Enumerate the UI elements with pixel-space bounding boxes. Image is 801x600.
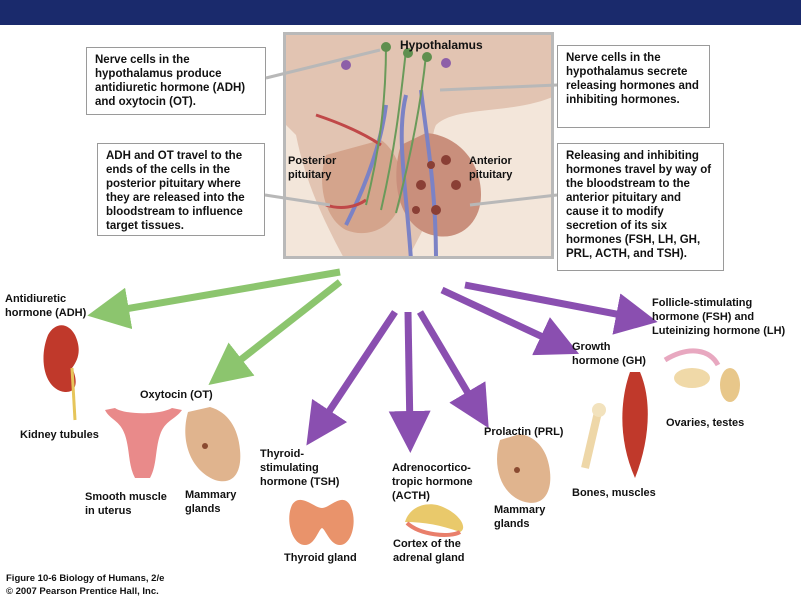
arrow-to-ot <box>208 279 343 385</box>
hormone-ot-label: Oxytocin (OT) <box>140 389 213 401</box>
target-kidney-label: Kidney tubules <box>20 429 99 441</box>
bone-image <box>581 403 606 469</box>
hormone-gh-label: Growth hormone (GH) <box>572 341 646 367</box>
muscle-image <box>622 372 648 478</box>
hormone-acth-label: Adrenocortico- tropic hormone (ACTH) <box>392 462 473 502</box>
target-mammary-ot-label: Mammary glands <box>185 489 237 515</box>
mammary-prl-image <box>497 434 551 503</box>
target-adrenal-label: Cortex of the adrenal gland <box>393 538 465 564</box>
mammary-ot-image <box>185 407 241 482</box>
arrow-to-tsh <box>306 310 398 446</box>
pituitary-illustration <box>283 32 554 259</box>
target-mammary-prl-label: Mammary glands <box>494 504 546 530</box>
arrow-to-fsh-lh <box>464 281 658 335</box>
caption-line-1: Figure 10-6 Biology of Humans, 2/e <box>6 573 165 584</box>
callout-adh-ot-travel: ADH and OT travel to the ends of the cel… <box>97 143 265 236</box>
kidney-image <box>43 325 79 421</box>
callout-nerve-releasing: Nerve cells in the hypothalamus secrete … <box>557 45 710 128</box>
target-ovaries-testes-label: Ovaries, testes <box>666 417 745 429</box>
leader-line-adh <box>265 48 381 80</box>
posterior-pituitary-label: Posterior pituitary <box>288 155 337 181</box>
callout-releasing-travel: Releasing and inhibiting hormones travel… <box>557 143 724 271</box>
arrow-to-acth <box>388 311 431 453</box>
leader-line-releasing <box>439 83 558 92</box>
hormone-adh-label: Antidiuretic hormone (ADH) <box>5 293 87 319</box>
anterior-pituitary-label: Anterior pituitary <box>469 155 513 181</box>
caption-line-2: © 2007 Pearson Prentice Hall, Inc. <box>6 586 159 597</box>
hormone-tsh-label: Thyroid- stimulating hormone (TSH) <box>260 448 340 488</box>
callout-nerve-adh: Nerve cells in the hypothalamus produce … <box>86 47 266 115</box>
arrow-to-gh <box>440 286 580 356</box>
target-thyroid-label: Thyroid gland <box>284 552 357 564</box>
leader-line-adh-ot <box>264 193 331 207</box>
leader-line-releasing-travel <box>469 193 558 207</box>
pituitary-drawing <box>286 35 551 256</box>
hypothalamus-title: Hypothalamus <box>400 38 483 52</box>
arrow-to-adh <box>87 268 341 330</box>
thyroid-image <box>289 499 354 545</box>
hormone-prl-label: Prolactin (PRL) <box>484 426 564 438</box>
title-bar <box>0 0 801 25</box>
figure-caption: Figure 10-6 Biology of Humans, 2/e © 200… <box>6 572 164 598</box>
uterus-image <box>105 408 182 478</box>
target-bones-muscles-label: Bones, muscles <box>572 487 656 499</box>
target-uterus-label: Smooth muscle in uterus <box>85 491 167 517</box>
arrow-to-prl <box>416 310 489 429</box>
ovaries-testes-image <box>663 348 740 402</box>
hormone-fsh-lh-label: Follicle-stimulating hormone (FSH) and L… <box>652 297 786 337</box>
adrenal-image <box>405 504 464 537</box>
